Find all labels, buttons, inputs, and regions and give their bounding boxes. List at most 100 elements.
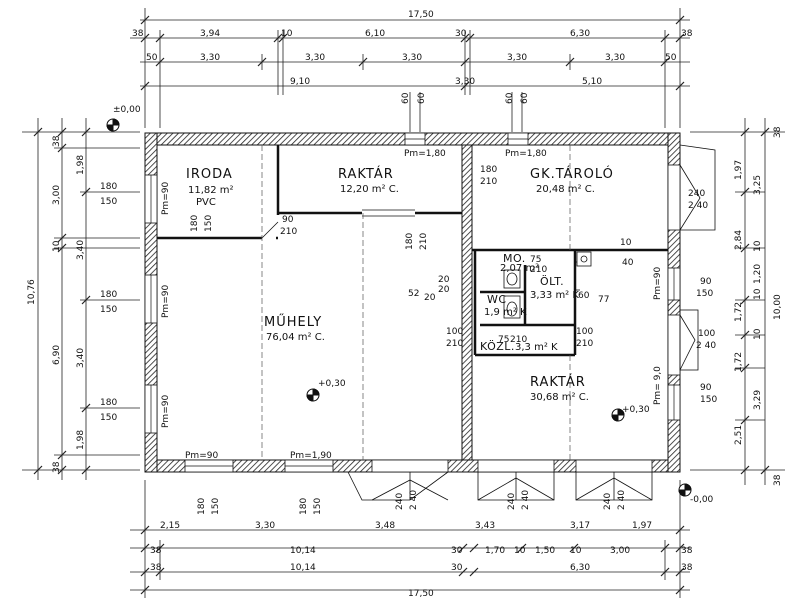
win-pm180-b: Pm=1,80 xyxy=(505,149,547,159)
dim-top-total: 17,50 xyxy=(408,10,434,20)
dim-r-3: 2,84 xyxy=(734,230,744,250)
dim-b3-1: 10,14 xyxy=(290,563,316,573)
left-dimension-labels: 10,76 38 3,00 10 6,90 38 1,98 3,40 3,40 … xyxy=(27,135,117,473)
door-10: 10 xyxy=(620,238,632,248)
dim-b-150a: 150 xyxy=(211,498,221,515)
room-raktar-bottom-area: 30,68 m² C. xyxy=(530,392,589,403)
bottom-dimension-ticks xyxy=(140,525,685,595)
dim-l-180b: 180 xyxy=(100,290,117,300)
dim-b3-0: 38 xyxy=(150,563,162,573)
dim-l1-4: 38 xyxy=(52,461,62,473)
dim-l-150a: 150 xyxy=(100,197,117,207)
door-210-raktar-b: 210 xyxy=(576,339,593,349)
dim-t3-0: 9,10 xyxy=(290,77,310,87)
room-olt-name: ÖLT. xyxy=(540,275,564,288)
dim-r-240a: 240 xyxy=(688,189,705,199)
dim-t2-4: 3,30 xyxy=(507,53,527,63)
room-kozl-area: 3,3 m² K xyxy=(515,342,558,353)
dim-b2-5: 1,50 xyxy=(535,546,555,556)
dim-l2-1: 3,40 xyxy=(76,240,86,260)
structural-grid-lines xyxy=(261,145,571,460)
bottom-dimension-labels: 2,15 3,30 3,48 3,43 3,17 1,97 38 10,14 3… xyxy=(150,490,693,599)
dim-l2-3: 1,98 xyxy=(76,430,86,450)
room-muhely-area: 76,04 m² C. xyxy=(266,332,325,343)
dim-t1-0: 38 xyxy=(132,29,144,39)
door-210-mo: 210 xyxy=(530,265,547,275)
win-pm90-left-b: Pm=90 xyxy=(161,285,171,318)
room-iroda-finish: PVC xyxy=(196,197,216,208)
dim-r-12: 38 xyxy=(773,474,783,486)
dim-r-7: 1,72 xyxy=(734,302,744,322)
dim-r-90b: 90 xyxy=(700,383,712,393)
right-dimension-ticks xyxy=(740,127,770,475)
dim-b2-4: 10 xyxy=(514,546,526,556)
room-wc-area: 1,9 m² K xyxy=(484,307,527,318)
door-20-c: 20 xyxy=(424,293,436,303)
dim-left-total: 10,76 xyxy=(27,279,37,305)
dim-b2-1: 10,14 xyxy=(290,546,316,556)
door-90-iroda: 90 xyxy=(282,215,294,225)
dim-r-4: 10 xyxy=(753,240,763,252)
win-pm180-a: Pm=1,80 xyxy=(404,149,446,159)
left-dimension-ticks xyxy=(33,127,91,475)
internal-door-openings xyxy=(262,211,415,240)
dim-b3-4: 38 xyxy=(681,563,693,573)
win-pm90-right-a: Pm=90 xyxy=(653,267,663,300)
dim-l1-0: 38 xyxy=(52,135,62,147)
dim-r-5: 1,20 xyxy=(753,264,763,284)
room-gk-tarolo-area: 20,48 m² C. xyxy=(536,184,595,195)
door-60: 60 xyxy=(578,291,590,301)
dim-b3-3: 6,30 xyxy=(570,563,590,573)
dim-b2-7: 3,00 xyxy=(610,546,630,556)
dim-b2-8: 38 xyxy=(681,546,693,556)
room-mo-name: MO. xyxy=(503,252,526,265)
dim-b-240a: 240 xyxy=(395,493,405,510)
dim-b1-3: 3,43 xyxy=(475,521,495,531)
dim-b1-5: 1,97 xyxy=(632,521,652,531)
win-pm90-left-c: Pm=90 xyxy=(161,395,171,428)
door-100-raktar: 100 xyxy=(576,327,593,337)
door-40: 40 xyxy=(622,258,634,268)
dim-b-240c: 240 xyxy=(507,493,517,510)
dim-t1-6: 38 xyxy=(681,29,693,39)
dim-t1-4: 30 xyxy=(455,29,467,39)
side-doors xyxy=(679,144,716,371)
dim-l-150b: 150 xyxy=(100,305,117,315)
dim-t2-2: 3,30 xyxy=(305,53,325,63)
dim-b1-1: 3,30 xyxy=(255,521,275,531)
room-raktar-top-area: 12,20 m² C. xyxy=(340,184,399,195)
dim-l1-3: 6,90 xyxy=(52,345,62,365)
dim-b2-3: 1,70 xyxy=(485,546,505,556)
dim-t2-3: 3,30 xyxy=(402,53,422,63)
dim-r-0: 38 xyxy=(773,126,783,138)
dim-b2-2: 30 xyxy=(451,546,463,556)
dim-r-1: 3,25 xyxy=(753,175,763,195)
dim-b1-4: 3,17 xyxy=(570,521,590,531)
dim-t2-0: 50 xyxy=(146,53,158,63)
dim-bottom-total: 17,50 xyxy=(408,589,434,599)
door-150-iroda-b: 150 xyxy=(204,215,214,232)
dim-b-150b: 150 xyxy=(313,498,323,515)
dim-t1-5: 6,30 xyxy=(570,29,590,39)
door-52: 52 xyxy=(408,289,419,299)
dim-r-150b: 150 xyxy=(700,395,717,405)
dim-l1-2: 10 xyxy=(52,240,62,252)
room-raktar-bottom-name: RAKTÁR xyxy=(530,374,586,390)
room-kozl-name: KÖZL. xyxy=(480,340,515,353)
door-210-iroda: 210 xyxy=(280,227,297,237)
dim-l2-2: 3,40 xyxy=(76,348,86,368)
top-dimensions xyxy=(130,8,690,132)
dim-t1-2: 10 xyxy=(281,29,293,39)
dim-60-b: 60 xyxy=(417,92,427,104)
dim-l-150c: 150 xyxy=(100,413,117,423)
dim-r-11: 2,51 xyxy=(734,425,744,445)
dim-l2-0: 1,98 xyxy=(76,155,86,175)
right-dimensions xyxy=(690,118,785,485)
dim-b2-6: 10 xyxy=(570,546,582,556)
door-180-210-gk: 180 xyxy=(480,165,497,175)
opening-annotations: Pm=1,80 Pm=1,80 Pm=90 Pm=1,90 Pm=90 Pm=9… xyxy=(161,149,663,461)
room-iroda-name: IRODA xyxy=(186,167,233,182)
dim-t1-3: 6,10 xyxy=(365,29,385,39)
dim-r-8: 10 xyxy=(753,328,763,340)
